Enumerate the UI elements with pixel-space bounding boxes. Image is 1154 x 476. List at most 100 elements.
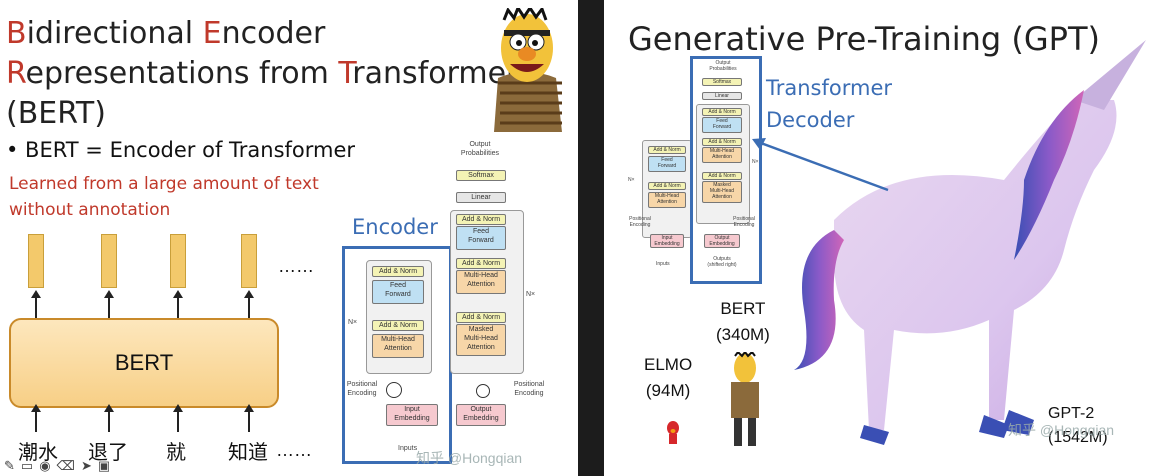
token-4: 知道 xyxy=(228,440,268,464)
title-line-3: (BERT) xyxy=(6,96,106,131)
mini-inputs-label: Inputs xyxy=(656,261,670,267)
palette-icon[interactable]: ◉ xyxy=(39,458,51,473)
mini-decoder-add-norm-1: Add & Norm xyxy=(702,108,742,116)
linear-block: Linear xyxy=(456,192,506,203)
gpt-title: Generative Pre-Training (GPT) xyxy=(628,20,1100,58)
decoder-feed-forward: Feed Forward xyxy=(456,226,506,250)
output-embedding-block: Output Embedding xyxy=(456,404,506,426)
output-vector-3 xyxy=(170,234,186,288)
title-line-1: Bidirectional Encoder xyxy=(6,16,325,51)
softmax-block: Softmax xyxy=(456,170,506,181)
title-initial-r: R xyxy=(6,56,26,91)
decoder-add-norm-2: Add & Norm xyxy=(456,258,506,269)
output-vector-2 xyxy=(101,234,117,288)
transformer-decoder-label-line-2: Decoder xyxy=(766,108,855,132)
title-word-ncoder: ncoder xyxy=(221,16,326,51)
transformer-decoder-label: Transformer Decoder xyxy=(766,72,892,136)
decoder-sine-icon xyxy=(476,384,490,398)
decoder-pointer-arrow xyxy=(752,138,889,192)
mini-softmax: Softmax xyxy=(702,78,742,86)
elmo-params: (94M) xyxy=(645,381,691,400)
decoder-highlight-outline xyxy=(690,56,762,284)
mini-encoder-nx: N× xyxy=(628,177,635,183)
gpt2-params: (1542M) xyxy=(1048,429,1108,446)
encoder-multi-head-attention: Multi-Head Attention xyxy=(372,334,424,358)
mini-positional-right: Positional Encoding xyxy=(733,216,755,228)
output-vector-4 xyxy=(241,234,257,288)
camera-icon[interactable]: ▣ xyxy=(97,458,111,473)
decoder-add-norm-3: Add & Norm xyxy=(456,312,506,323)
mini-decoder-add-norm-2: Add & Norm xyxy=(702,138,742,146)
mini-output-probabilities: Output Probabilities xyxy=(709,60,737,72)
encoder-add-norm-2: Add & Norm xyxy=(372,320,424,331)
decoder-positional-encoding: Positional Encoding xyxy=(513,381,545,397)
title-word-idirectional: idirectional xyxy=(26,16,203,51)
title-line-2: Representations from Transformers xyxy=(6,56,534,91)
mini-decoder-attention: Multi-Head Attention xyxy=(702,147,742,163)
token-2: 退了 xyxy=(88,440,128,464)
bert-figure xyxy=(731,352,759,446)
bert-block-label: BERT xyxy=(114,350,174,375)
encoder-sine-icon xyxy=(386,382,402,398)
mini-input-embedding: Input Embedding xyxy=(650,234,684,248)
arrow-up-out-3 xyxy=(173,290,183,318)
pen-icon[interactable]: ✎ xyxy=(4,458,15,473)
arrow-up-out-2 xyxy=(104,290,114,318)
arrow-up-in-1 xyxy=(31,404,41,432)
transformer-decoder-label-line-1: Transformer xyxy=(766,76,893,100)
elmo-size-label: ELMO (94M) xyxy=(644,352,692,404)
mini-encoder-feed-forward: Feed Forward xyxy=(648,156,686,172)
mini-encoder-attention: Multi-Head Attention xyxy=(648,192,686,208)
bert-block: BERT xyxy=(9,318,279,408)
note-line-2: without annotation xyxy=(9,200,171,220)
arrow-up-in-3 xyxy=(173,404,183,432)
encoder-label: Encoder xyxy=(352,215,438,239)
watermark-left: 知乎 @Hongqian xyxy=(416,450,523,466)
cursor-icon[interactable]: ➤ xyxy=(80,458,92,473)
output-ellipsis: …… xyxy=(278,256,314,276)
mini-positional-left: Positional Encoding xyxy=(629,216,651,228)
encoder-add-norm-1: Add & Norm xyxy=(372,266,424,277)
note-line-1: Learned from a large amount of text xyxy=(9,174,319,194)
encoder-feed-forward: Feed Forward xyxy=(372,280,424,304)
arrow-up-in-4 xyxy=(244,404,254,432)
elmo-figure xyxy=(667,421,679,444)
elmo-name: ELMO xyxy=(644,355,693,374)
eraser-icon[interactable]: ⌫ xyxy=(56,458,75,473)
left-slide: Bidirectional Encoder Representations fr… xyxy=(0,0,578,476)
decoder-multi-head-attention: Multi-Head Attention xyxy=(456,270,506,294)
watermark-right: 知乎 @Hongqian xyxy=(1008,422,1115,438)
output-probabilities-label: Output Probabilities xyxy=(460,141,500,157)
decoder-masked-attention: Masked Multi-Head Attention xyxy=(456,324,506,356)
mini-decoder-feed-forward: Feed Forward xyxy=(702,117,742,133)
slides-icon[interactable]: ▭ xyxy=(20,458,34,473)
output-vector-1 xyxy=(28,234,44,288)
right-slide: Generative Pre-Training (GPT) Add & Norm… xyxy=(604,0,1154,476)
mini-decoder-nx: N× xyxy=(752,159,759,165)
bullet-bert-encoder: • BERT = Encoder of Transformer xyxy=(6,138,356,162)
mini-decoder-add-norm-3: Add & Norm xyxy=(702,172,742,180)
mini-decoder-masked-attention: Masked Multi-Head Attention xyxy=(702,181,742,203)
inputs-label: Inputs xyxy=(398,445,418,452)
mini-linear: Linear xyxy=(702,92,742,100)
encoder-positional-encoding: Positional Encoding xyxy=(346,381,378,397)
mini-encoder-add-norm-1: Add & Norm xyxy=(648,146,686,154)
token-1: 潮水 xyxy=(18,440,58,464)
mini-encoder-add-norm-2: Add & Norm xyxy=(648,182,686,190)
slide-toolbar: ✎ ▭ ◉ ⌫ ➤ ▣ xyxy=(0,456,164,476)
mini-outputs-label: Outputs (shifted right) xyxy=(707,256,737,268)
bert-params: (340M) xyxy=(716,325,770,344)
input-embedding-block: Input Embedding xyxy=(386,404,438,426)
gpt2-size-label: GPT-2 (1542M) xyxy=(1048,402,1108,450)
encoder-nx-label: N× xyxy=(348,319,358,326)
title-initial-t: T xyxy=(338,56,353,91)
unicorn-image xyxy=(794,40,1146,445)
title-word-epresentations: epresentations from xyxy=(25,56,339,91)
arrow-up-in-2 xyxy=(104,404,114,432)
arrow-up-out-1 xyxy=(31,290,41,318)
title-initial-b: B xyxy=(6,16,27,51)
arrow-up-out-4 xyxy=(244,290,254,318)
title-initial-e: E xyxy=(202,16,222,51)
bert-name: BERT xyxy=(720,299,766,318)
bert-size-label: BERT (340M) xyxy=(716,296,770,348)
